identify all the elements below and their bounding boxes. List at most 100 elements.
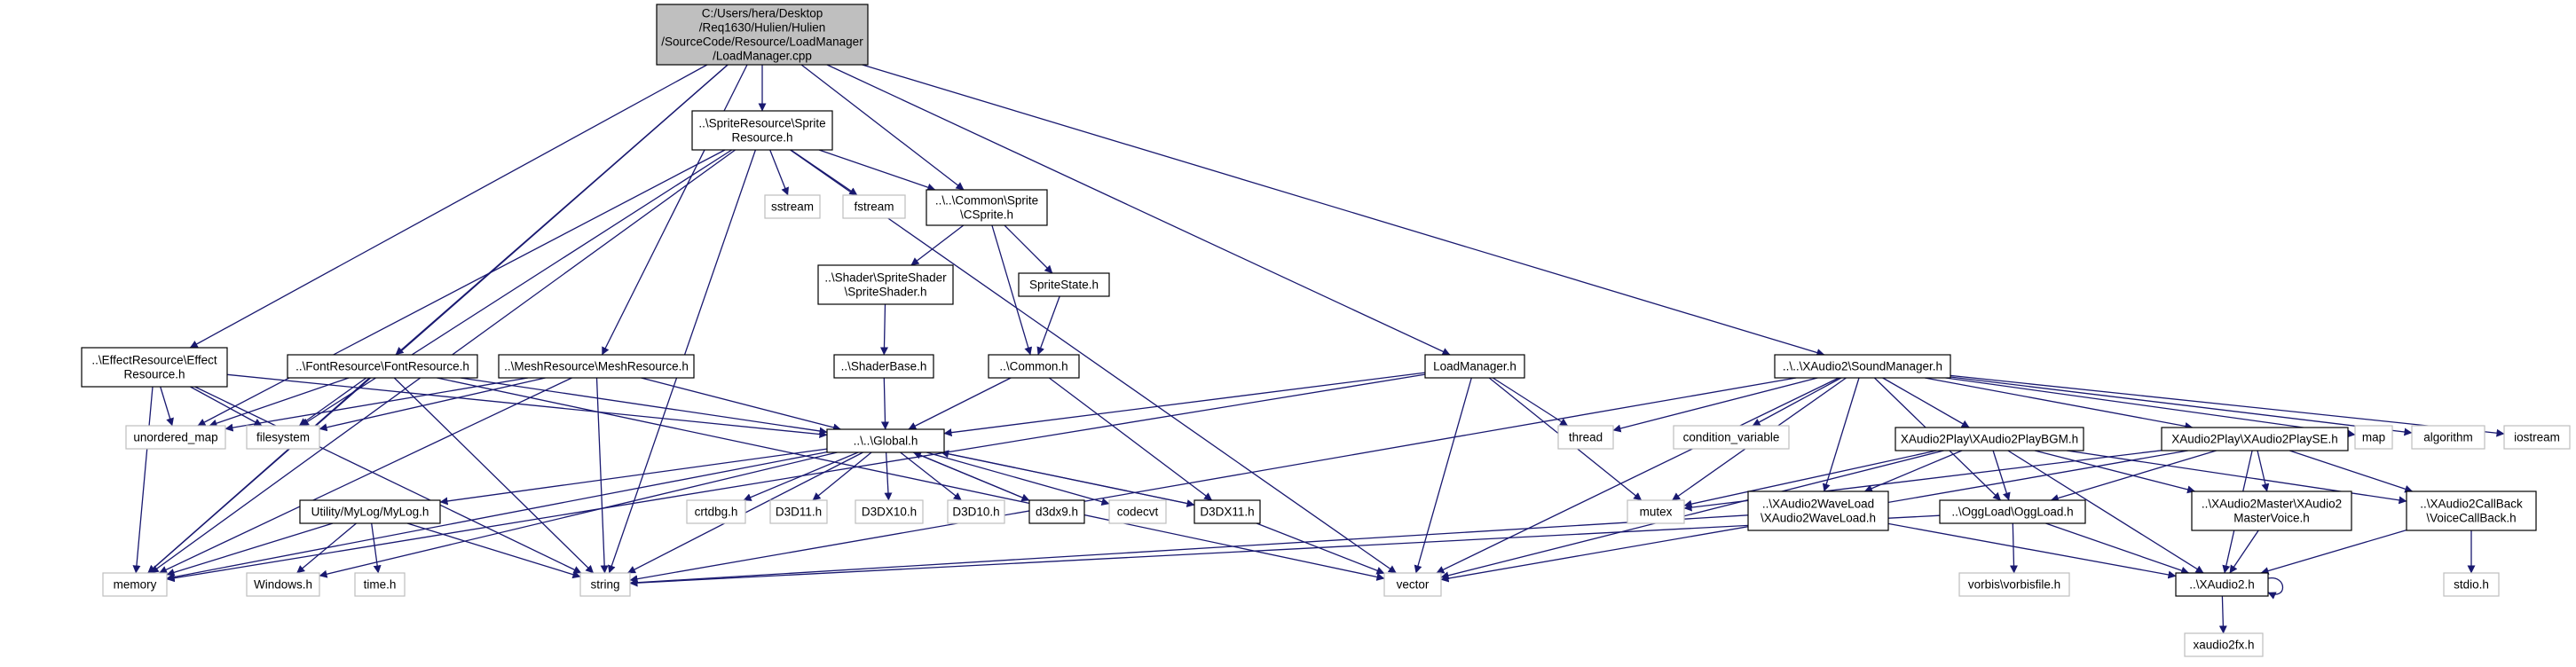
node-memory: memory [102, 572, 168, 597]
edge-callback-to-xaudio2 [2260, 529, 2407, 575]
node-map: map [2354, 425, 2393, 450]
node-box-unordered_map [125, 425, 226, 450]
node-csprite[interactable]: ..\..\Common\Sprite\CSprite.h [926, 189, 1048, 226]
node-box-mastervoice [2191, 490, 2352, 531]
node-box-mylog [299, 499, 441, 524]
node-box-d3dx10 [855, 499, 924, 524]
edge-global-to-codecvt [926, 451, 1110, 506]
node-string: string [579, 572, 631, 597]
edge-spriteres-to-sstream [769, 149, 789, 196]
node-label: ..\XAudio2WaveLoad [1762, 498, 1874, 511]
node-box-string [579, 572, 631, 597]
edge-soundmgr-to-iostream [1950, 374, 2505, 437]
node-box-xaudio2 [2175, 572, 2269, 597]
node-box-condvar [1673, 425, 1790, 450]
edge-spriteres-to-unordered_map [197, 149, 726, 427]
node-xaudio2fx: xaudio2fx.h [2184, 632, 2264, 657]
node-box-effectres [81, 347, 228, 388]
node-d3dx10: D3DX10.h [855, 499, 924, 524]
node-soundmgr[interactable]: ..\..\XAudio2\SoundManager.h [1774, 354, 1951, 379]
edge-playbgm-to-oggload [1992, 450, 2011, 501]
edge-fontres-to-filesystem [298, 377, 367, 427]
edge-soundmgr-to-playbgm [1882, 377, 1970, 428]
node-sstream: sstream [764, 194, 821, 219]
node-box-oggload [1939, 499, 2086, 524]
edge-commonh-to-d3dx11 [1048, 377, 1213, 501]
node-label: Resource.h [731, 131, 792, 145]
node-waveload[interactable]: ..\XAudio2WaveLoad\XAudio2WaveLoad.h [1747, 490, 1889, 531]
edge-playse-to-mastervoice [2257, 450, 2270, 492]
node-label: d3dx9.h [1036, 506, 1078, 519]
node-playbgm[interactable]: XAudio2Play\XAudio2PlayBGM.h [1895, 427, 2084, 451]
node-vorbis: vorbis\vorbisfile.h [1958, 572, 2070, 597]
edge-playse-to-callback [2288, 450, 2414, 493]
node-box-vorbis [1958, 572, 2070, 597]
node-mylog[interactable]: Utility/MyLog/MyLog.h [299, 499, 441, 524]
edge-playbgm-to-mutex [1683, 450, 1937, 508]
edge-root-to-csprite [800, 64, 965, 191]
node-label: thread [1569, 431, 1603, 444]
edge-csprite-to-commonh [991, 224, 1033, 356]
node-label: XAudio2Play\XAudio2PlaySE.h [2171, 433, 2338, 446]
node-commonh[interactable]: ..\Common.h [988, 354, 1080, 379]
edge-xaudio2-to-xaudio2fx [2218, 595, 2227, 634]
node-label: ..\Shader\SpriteShader [824, 271, 947, 285]
edge-global-to-memory [166, 451, 828, 581]
node-label: unordered_map [133, 431, 217, 444]
node-box-spriteshader [817, 264, 954, 305]
node-label: sstream [771, 200, 814, 214]
edge-fontres-to-vector [437, 377, 1385, 581]
node-box-callback [2406, 490, 2537, 531]
node-spriteshader[interactable]: ..\Shader\SpriteShader\SpriteShader.h [817, 264, 954, 305]
edge-fontres-to-string [393, 377, 595, 574]
edge-effectres-to-global [226, 373, 828, 439]
node-d3dx9[interactable]: d3dx9.h [1028, 499, 1085, 524]
edge-meshres-to-filesystem [319, 377, 546, 432]
node-box-mutex [1627, 499, 1685, 524]
node-root[interactable]: C:/Users/hera/Desktop/Req1630/Hulien/Hul… [656, 4, 869, 66]
node-thread: thread [1557, 425, 1614, 450]
node-box-soundmgr [1774, 354, 1951, 379]
node-label: ..\..\Global.h [854, 435, 918, 448]
edge-root-to-effectres [189, 64, 708, 349]
node-loadmgr[interactable]: LoadManager.h [1424, 354, 1525, 379]
node-label: ..\..\Common\Sprite [935, 194, 1038, 208]
node-label: condition_variable [1683, 431, 1780, 444]
node-box-thread [1557, 425, 1614, 450]
edge-oggload-to-string [629, 514, 1941, 587]
node-oggload[interactable]: ..\OggLoad\OggLoad.h [1939, 499, 2086, 524]
node-spriteres[interactable]: ..\SpriteResource\SpriteResource.h [691, 110, 833, 151]
node-xaudio2[interactable]: ..\XAudio2.h [2175, 572, 2269, 597]
node-effectres[interactable]: ..\EffectResource\EffectResource.h [81, 347, 228, 388]
edge-loadmgr-to-thread [1492, 377, 1569, 427]
node-box-root [656, 4, 869, 66]
node-spritestate[interactable]: SpriteState.h [1018, 272, 1110, 297]
node-playse[interactable]: XAudio2Play\XAudio2PlaySE.h [2161, 427, 2349, 451]
edge-mastervoice-to-xaudio2 [2229, 530, 2259, 574]
node-label: vector [1397, 578, 1430, 592]
node-crtdbg: crtdbg.h [686, 499, 746, 524]
edge-meshres-to-memory [159, 377, 572, 574]
node-callback[interactable]: ..\XAudio2CallBack\VoiceCallBack.h [2406, 490, 2537, 531]
node-global[interactable]: ..\..\Global.h [826, 428, 945, 453]
node-label: \VoiceCallBack.h [2426, 512, 2516, 525]
edge-loadmgr-to-vector [1414, 377, 1472, 574]
node-label: ..\ShaderBase.h [841, 360, 927, 373]
node-label: map [2362, 431, 2385, 444]
node-codecvt: codecvt [1108, 499, 1167, 524]
node-label: ..\..\XAudio2\SoundManager.h [1783, 360, 1942, 373]
node-box-algorithm [2411, 425, 2485, 450]
node-label: /SourceCode/Resource/LoadManager [661, 35, 863, 49]
node-label: ..\XAudio2.h [2189, 578, 2255, 592]
node-d3dx11[interactable]: D3DX11.h [1193, 499, 1261, 524]
node-box-codecvt [1108, 499, 1167, 524]
edge-global-to-d3d10 [900, 451, 962, 501]
edge-csprite-to-spritestate [1004, 224, 1053, 274]
edge-loadmgr-to-memory [166, 373, 1426, 583]
node-box-csprite [926, 189, 1048, 226]
node-fontres[interactable]: ..\FontResource\FontResource.h [287, 354, 478, 379]
node-shaderbase[interactable]: ..\ShaderBase.h [833, 354, 934, 379]
node-meshres[interactable]: ..\MeshResource\MeshResource.h [498, 354, 695, 379]
